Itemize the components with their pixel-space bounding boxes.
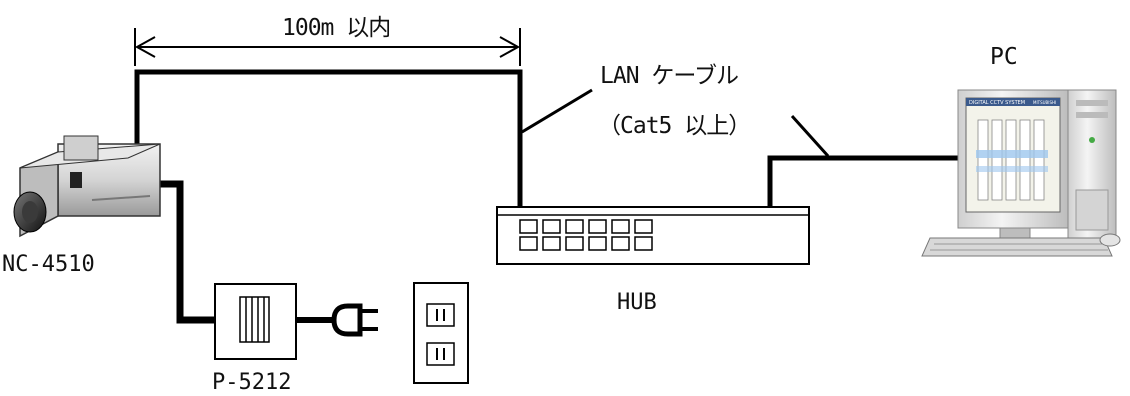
power-plug bbox=[334, 306, 378, 334]
distance-label: 100m 以内 bbox=[282, 8, 390, 42]
cable-label: LAN ケーブル bbox=[600, 56, 738, 90]
pc-keyboard bbox=[922, 238, 1112, 256]
pc-screen-panels bbox=[976, 120, 1048, 200]
power-supply-label: P-5212 bbox=[212, 370, 291, 395]
camera-nc4510 bbox=[14, 136, 160, 236]
camera-label: NC-4510 bbox=[2, 252, 95, 277]
lan-cable-camera-hub bbox=[137, 72, 520, 207]
network-hub bbox=[497, 207, 809, 264]
callout-line-right bbox=[792, 116, 828, 156]
wall-outlet bbox=[414, 283, 468, 383]
power-supply-p5212 bbox=[215, 284, 296, 359]
lan-cable-hub-pc bbox=[770, 158, 958, 208]
pc-label: PC bbox=[990, 44, 1018, 70]
callout-line-left bbox=[522, 90, 592, 132]
pc-screen-title: DIGITAL CCTV SYSTEM bbox=[969, 100, 1025, 106]
pc-workstation: DIGITAL CCTV SYSTEM MITSUBISHI bbox=[922, 90, 1120, 256]
cable-spec-label: （Cat5 以上） bbox=[598, 106, 750, 140]
hub-label: HUB bbox=[617, 290, 657, 315]
pc-mouse bbox=[1100, 234, 1120, 246]
pc-screen-brand: MITSUBISHI bbox=[1033, 100, 1056, 105]
